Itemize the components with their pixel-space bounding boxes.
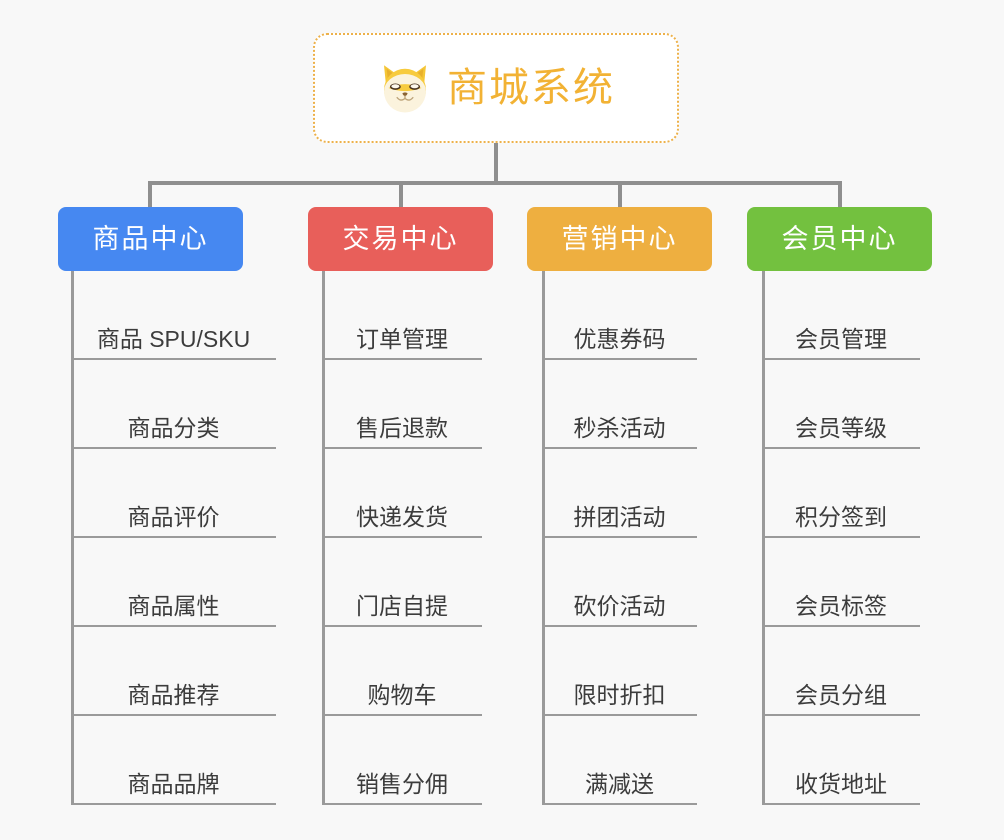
leaf-label: 满减送 (585, 771, 654, 798)
category-box-4[interactable]: 会员中心 (747, 207, 932, 271)
leaf-item[interactable]: 商品属性 (71, 538, 276, 627)
leaf-item[interactable]: 拼团活动 (542, 449, 697, 538)
leaf-item[interactable]: 销售分佣 (322, 716, 482, 805)
root-node[interactable]: 商城系统 (313, 33, 679, 143)
connector-bus-bar (148, 181, 842, 185)
leaf-item[interactable]: 会员管理 (762, 271, 920, 360)
leaf-label: 快递发货 (356, 504, 448, 531)
leaf-item[interactable]: 会员标签 (762, 538, 920, 627)
connector-drop-3 (618, 181, 622, 209)
category-box-2[interactable]: 交易中心 (308, 207, 493, 271)
leaf-label: 商品品牌 (127, 771, 220, 798)
leaf-item[interactable]: 限时折扣 (542, 627, 697, 716)
branch-trunk-line (322, 271, 325, 805)
leaf-label: 订单管理 (356, 326, 448, 353)
leaf-label: 收货地址 (795, 771, 887, 798)
leaf-label: 门店自提 (356, 593, 448, 620)
leaf-label: 优惠券码 (573, 326, 666, 353)
category-label-4: 会员中心 (781, 223, 898, 254)
leaf-item[interactable]: 优惠券码 (542, 271, 697, 360)
leaf-label: 限时折扣 (573, 682, 666, 709)
category-box-3[interactable]: 营销中心 (527, 207, 712, 271)
leaf-label: 商品评价 (127, 504, 220, 531)
leaf-item[interactable]: 售后退款 (322, 360, 482, 449)
connector-drop-2 (399, 181, 403, 209)
leaf-item[interactable]: 商品推荐 (71, 627, 276, 716)
leaf-label: 会员管理 (795, 326, 887, 353)
leaf-item[interactable]: 秒杀活动 (542, 360, 697, 449)
leaf-label: 销售分佣 (356, 771, 448, 798)
leaf-item[interactable]: 积分签到 (762, 449, 920, 538)
leaf-item[interactable]: 收货地址 (762, 716, 920, 805)
leaf-label: 会员标签 (795, 593, 887, 620)
category-box-1[interactable]: 商品中心 (58, 207, 243, 271)
category-label-2: 交易中心 (342, 223, 459, 254)
leaf-label: 会员分组 (795, 682, 887, 709)
leaf-label: 秒杀活动 (573, 415, 666, 442)
leaf-item[interactable]: 快递发货 (322, 449, 482, 538)
leaf-item[interactable]: 商品品牌 (71, 716, 276, 805)
leaf-label: 拼团活动 (573, 504, 666, 531)
leaf-label: 商品属性 (127, 593, 220, 620)
branch-trunk-line (71, 271, 74, 805)
leaf-item[interactable]: 满减送 (542, 716, 697, 805)
connector-drop-4 (838, 181, 842, 209)
leaf-label: 商品分类 (127, 415, 220, 442)
leaf-item[interactable]: 会员等级 (762, 360, 920, 449)
leaf-label: 积分签到 (795, 504, 887, 531)
leaf-label: 商品 SPU/SKU (96, 326, 251, 353)
leaf-item[interactable]: 商品 SPU/SKU (71, 271, 276, 360)
branch-trunk-line (542, 271, 545, 805)
leaf-label: 售后退款 (356, 415, 448, 442)
leaf-item[interactable]: 商品评价 (71, 449, 276, 538)
branch-trunk-line (762, 271, 765, 805)
root-title: 商城系统 (447, 66, 615, 110)
shiba-dog-face-icon (384, 65, 426, 113)
leaf-item[interactable]: 订单管理 (322, 271, 482, 360)
connector-root-stem (494, 143, 498, 185)
category-label-1: 商品中心 (92, 223, 209, 254)
leaf-item[interactable]: 砍价活动 (542, 538, 697, 627)
category-label-3: 营销中心 (561, 223, 678, 254)
leaf-label: 砍价活动 (573, 593, 666, 620)
leaf-label: 商品推荐 (127, 682, 220, 709)
leaf-label: 购物车 (367, 682, 437, 709)
leaf-item[interactable]: 购物车 (322, 627, 482, 716)
leaf-item[interactable]: 会员分组 (762, 627, 920, 716)
leaf-label: 会员等级 (795, 415, 887, 442)
connector-drop-1 (148, 181, 152, 209)
leaf-item[interactable]: 门店自提 (322, 538, 482, 627)
leaf-item[interactable]: 商品分类 (71, 360, 276, 449)
